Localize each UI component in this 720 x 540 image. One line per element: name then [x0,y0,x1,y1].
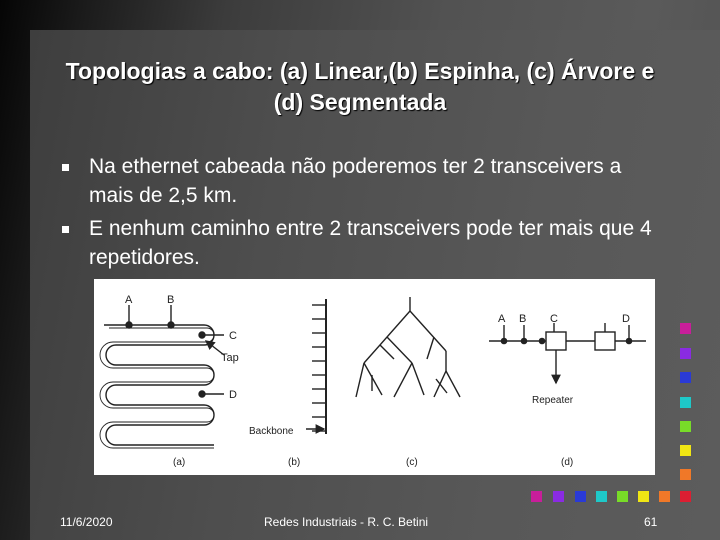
linear-node-c-label: C [229,330,237,342]
decor-square [638,491,649,502]
slide-title: Topologias a cabo: (a) Linear,(b) Espinh… [65,58,655,115]
tree-topology-diagram [355,297,461,398]
linear-node-b-label: B [167,294,174,306]
linear-node-a-label: A [125,294,133,306]
decor-square [680,469,691,480]
repeater-label: Repeater [532,395,574,406]
decor-square [680,491,691,502]
decor-square [575,491,586,502]
backbone-label: Backbone [249,426,294,437]
footer-center-text: Redes Industriais - R. C. Betini [264,515,429,529]
decor-square [617,491,628,502]
linear-node-d-label: D [229,389,237,401]
seg-node-b-label: B [519,313,526,325]
bullet-list: Na ethernet cabeada não poderemos ter 2 … [62,152,662,276]
seg-node-a-label: A [498,313,506,325]
bullet-marker-icon [62,164,69,171]
decor-square [680,323,691,334]
caption-a: (a) [173,457,185,468]
decor-square [680,445,691,456]
spine-topology-diagram [306,299,327,434]
caption-d: (d) [561,457,573,468]
decor-square [680,348,691,359]
linear-topology-diagram [99,305,225,449]
seg-node-d-label: D [622,313,630,325]
decor-square [596,491,607,502]
caption-b: (b) [288,457,300,468]
bullet-item: E nenhum caminho entre 2 transceivers po… [62,214,662,272]
bullet-text: Na ethernet cabeada não poderemos ter 2 … [89,155,622,207]
decor-square [531,491,542,502]
segmented-topology-diagram [489,323,646,385]
bullet-marker-icon [62,226,69,233]
decor-square [680,372,691,383]
page-number: 61 [644,515,658,529]
seg-node-c-label: C [550,313,558,325]
decor-square [659,491,670,502]
topology-figure: A B C Tap D Backbone [94,279,655,475]
tap-label: Tap [221,352,239,364]
bullet-item: Na ethernet cabeada não poderemos ter 2 … [62,152,662,210]
decor-square [680,397,691,408]
bullet-text: E nenhum caminho entre 2 transceivers po… [89,217,652,269]
footer-date: 11/6/2020 [60,515,113,529]
caption-c: (c) [406,457,418,468]
decor-square [553,491,564,502]
decor-square [680,421,691,432]
